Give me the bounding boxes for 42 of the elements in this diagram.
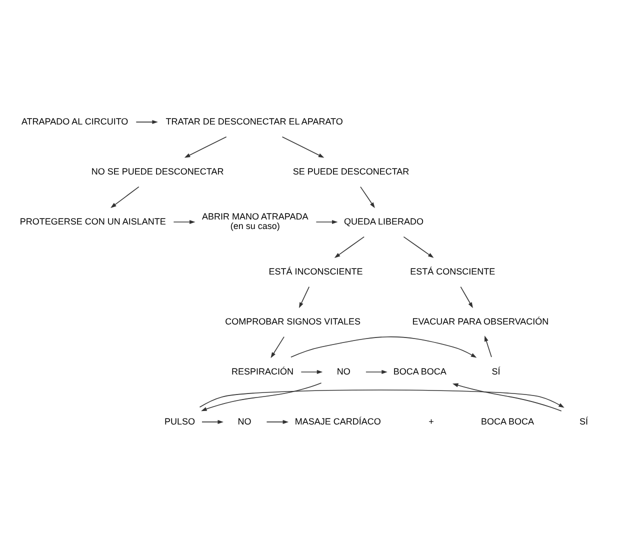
arrow [201, 382, 322, 411]
node-text: PULSO [164, 416, 195, 426]
node-text: ESTÁ INCONSCIENTE [268, 266, 363, 276]
node-text: BOCA BOCA [393, 366, 446, 376]
label: + [428, 416, 434, 426]
arrow [110, 186, 140, 208]
arrow [173, 220, 196, 224]
node-text: NO [336, 366, 350, 376]
arrow [202, 419, 224, 424]
arrow [300, 369, 323, 374]
node-text: COMPROBAR SIGNOS VITALES [225, 316, 360, 326]
node-text: ATRAPADO AL CIRCUITO [21, 116, 128, 126]
arrow [366, 369, 388, 374]
arrow [184, 136, 227, 158]
node-text: RESPIRACIÓN [231, 366, 294, 376]
node-text: NO SE PUEDE DESCONECTAR [91, 166, 224, 176]
arrow [266, 419, 289, 424]
arrow [136, 120, 158, 124]
arrow [452, 382, 562, 411]
node-text: NO [238, 416, 252, 426]
arrow [460, 286, 473, 308]
arrow [199, 389, 564, 408]
node-text: SE PUEDE DESCONECTAR [292, 166, 410, 176]
arrow [403, 236, 434, 258]
node-text: MASAJE CARDÍACO [294, 416, 381, 426]
node-text: SÍ [492, 366, 500, 376]
arrow [334, 236, 365, 258]
node-text: QUEDA LIBERADO [344, 216, 424, 226]
node-text: SÍ [579, 416, 588, 426]
arrow [484, 335, 492, 357]
arrow [270, 336, 284, 358]
arrow [360, 186, 375, 208]
arrow [316, 220, 338, 224]
node-text: EVACUAR PARA OBSERVACIÓN [412, 316, 549, 326]
node-text: PROTEGERSE CON UN AISLANTE [20, 216, 166, 226]
arrow [298, 286, 310, 308]
label: BOCA BOCA [481, 416, 534, 426]
arrow [282, 136, 324, 158]
node-text: TRATAR DE DESCONECTAR EL APARATO [166, 116, 343, 126]
arrow [290, 336, 477, 358]
node-text: ABRIR MANO ATRAPADA (en su caso) [202, 210, 308, 231]
node-text: ESTÁ CONSCIENTE [410, 266, 496, 276]
